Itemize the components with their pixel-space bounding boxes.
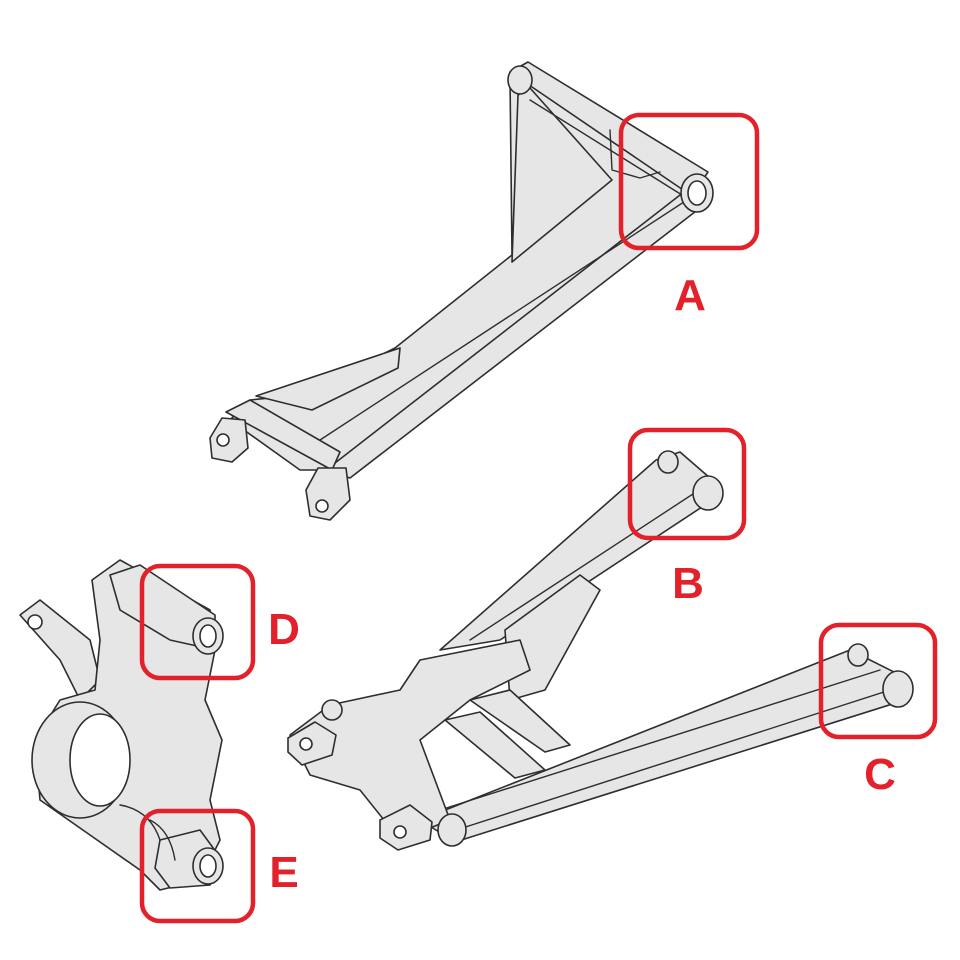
callout-b: B — [627, 427, 747, 608]
upper-arm-left-bushing-hole — [216, 433, 230, 447]
callouts-layer: A B C D E — [139, 112, 938, 924]
callout-c-box — [818, 622, 938, 740]
lower-arm-cross-brace-1 — [469, 689, 571, 753]
upper-arm-crossbar — [225, 399, 341, 471]
upper-arm-right-bushing-hole — [315, 499, 329, 513]
knuckle-steering-arm-hole — [27, 614, 43, 630]
callout-e-box — [139, 808, 256, 924]
callout-e: E — [139, 808, 299, 924]
upper-arm-top-knob — [507, 65, 533, 95]
callout-a: A — [618, 112, 760, 320]
callout-a-box — [618, 112, 760, 251]
callout-c: C — [818, 622, 938, 799]
lower-arm-pivot-boss — [437, 813, 467, 847]
callout-b-box — [627, 427, 747, 541]
lower-arm-front-mount-hole — [393, 825, 407, 839]
upper-arm-brace — [255, 347, 401, 411]
callout-c-label: C — [864, 750, 896, 799]
callout-e-label: E — [269, 848, 298, 897]
upper-control-arm — [209, 61, 714, 521]
callout-b-label: B — [672, 559, 704, 608]
knuckle-hub-bore-inner — [69, 713, 131, 807]
lower-arm-front-mount — [379, 804, 433, 851]
steering-knuckle — [19, 559, 224, 891]
upper-arm-right-bracket — [305, 467, 351, 521]
lower-arm-cross-brace-2 — [444, 711, 546, 779]
lower-arm-c-end-outer — [882, 670, 914, 708]
upper-arm-rod-line — [529, 99, 691, 201]
lower-arm-b-end-knob — [657, 450, 679, 474]
lower-arm-b-end-outer — [692, 475, 724, 511]
upper-arm-top-tube — [509, 61, 709, 197]
callout-d-label: D — [268, 605, 300, 654]
callout-d: D — [139, 563, 300, 681]
lower-arm-rear-mount-hole — [299, 737, 313, 751]
callout-a-label: A — [674, 271, 706, 320]
callout-d-box — [139, 563, 256, 681]
lower-control-arm — [287, 450, 914, 851]
lower-arm-pivot-body — [289, 639, 531, 841]
lower-arm-c-end-knob — [847, 643, 869, 667]
